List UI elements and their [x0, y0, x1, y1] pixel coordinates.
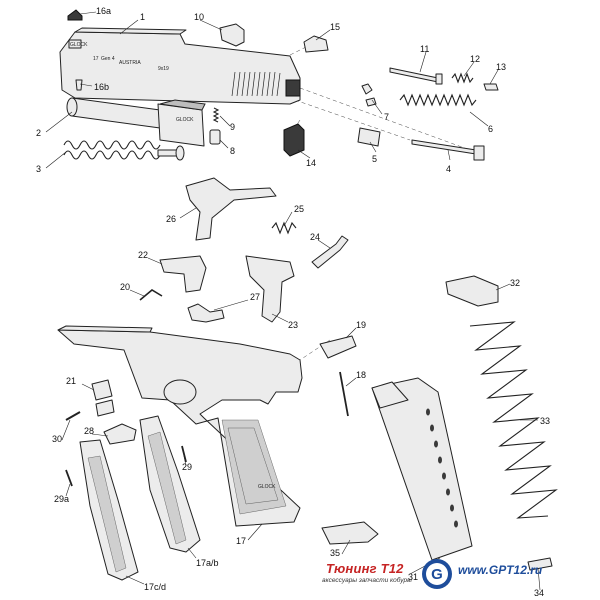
label-part-34: 34: [534, 588, 544, 598]
slide-country-engraving: AUSTRIA: [119, 60, 141, 66]
part-slide-cover: [219, 23, 245, 47]
label-part-17: 17: [236, 536, 246, 546]
label-part-23: 23: [288, 320, 298, 330]
label-part-15: 15: [330, 22, 340, 32]
label-part-1: 1: [140, 12, 145, 22]
part-front-sight-screw: [75, 79, 83, 91]
part-slide-stop-spring: [139, 289, 163, 301]
part-magazine-follower: [445, 275, 499, 307]
brand-logo-icon: G: [422, 559, 452, 589]
part-slide-lock: [159, 255, 207, 293]
label-part-21: 21: [66, 376, 76, 386]
part-trigger-pin: [339, 371, 349, 417]
label-part-12: 12: [470, 54, 480, 64]
label-part-32: 32: [510, 278, 520, 288]
part-frame: GLOCK: [57, 325, 303, 527]
part-backstrap-pin-29a: [65, 469, 73, 487]
part-magazine-floorplate: [321, 521, 379, 545]
part-trigger-housing: [245, 255, 295, 323]
part-spring-loaded-bearing: [209, 129, 221, 145]
part-magazine-catch-b: [95, 399, 115, 417]
part-channel-liner: [411, 139, 485, 161]
slide-gen-engraving: Gen 4: [101, 56, 115, 62]
label-part-16b: 16b: [94, 82, 109, 92]
label-part-30: 30: [52, 434, 62, 444]
label-part-20: 20: [120, 282, 130, 292]
label-part-6: 6: [488, 124, 493, 134]
assembly-axis-line: [299, 339, 331, 361]
assembly-axis-line: [239, 44, 311, 81]
label-part-13: 13: [496, 62, 506, 72]
part-backstrap-17ab: [139, 415, 201, 553]
part-firing-pin-spring: [399, 93, 477, 107]
part-backstrap-17cd: [79, 439, 139, 581]
label-part-28: 28: [84, 426, 94, 436]
part-trigger-housing-pin: [65, 411, 81, 421]
part-extractor: [283, 123, 305, 157]
assembly-axis-line: [294, 99, 411, 141]
label-part-3: 3: [36, 164, 41, 174]
brand-tagline: аксессуары запчасти кобуры: [322, 577, 412, 584]
label-part-27: 27: [250, 292, 260, 302]
label-part-29: 29: [182, 462, 192, 472]
part-backstrap-pin-29: [181, 445, 187, 463]
part-recoil-spring: [63, 140, 185, 161]
label-part-4: 4: [446, 164, 451, 174]
label-part-29a: 29a: [54, 494, 69, 504]
part-firing-pin-safety: [483, 83, 499, 91]
brand-name: Тюнинг Т12: [326, 561, 404, 576]
slide-caliber-engraving: 9x19: [158, 66, 169, 72]
label-part-14: 14: [306, 158, 316, 168]
part-front-sight: [67, 9, 83, 21]
label-part-35: 35: [330, 548, 340, 558]
label-part-25: 25: [294, 204, 304, 214]
slide-model-engraving: 17: [93, 56, 99, 62]
part-rear-sight: [303, 35, 329, 53]
label-part-11: 11: [420, 44, 429, 54]
brand-logo-letter: G: [431, 566, 443, 583]
part-ejector-spring: [187, 303, 225, 323]
slide-logo-engraving: GLOCK: [70, 42, 88, 48]
part-trigger-spring: [271, 221, 297, 235]
barrel-logo-engraving: GLOCK: [176, 117, 194, 123]
label-part-17ab: 17a/b: [196, 558, 219, 568]
part-slide-stop-lever: [319, 335, 357, 359]
label-part-24: 24: [310, 232, 320, 242]
part-magazine-insert: [527, 557, 553, 571]
part-firing-pin-safety-spring: [451, 72, 474, 84]
part-backstrap-pin: [103, 423, 137, 445]
frame-grip-texture: [221, 419, 287, 515]
part-magazine-spring: [469, 321, 558, 519]
part-slide: GLOCK 17 Gen 4 AUSTRIA 9x19: [59, 27, 301, 105]
part-spacer-sleeve: [361, 83, 373, 95]
part-magazine: [371, 377, 473, 561]
label-part-9: 9: [230, 122, 235, 132]
frame-logo-engraving: GLOCK: [258, 484, 276, 490]
part-barrel: GLOCK: [66, 97, 206, 147]
part-magazine-catch: [91, 379, 113, 401]
label-part-17cd: 17c/d: [144, 582, 166, 592]
label-part-31: 31: [408, 572, 418, 582]
brand-url-link[interactable]: www.GPT12.ru: [458, 563, 543, 577]
label-part-18: 18: [356, 370, 366, 380]
assembly-axis-line: [299, 87, 471, 151]
label-part-5: 5: [372, 154, 377, 164]
label-part-26: 26: [166, 214, 176, 224]
label-part-19: 19: [356, 320, 366, 330]
label-leader-lines: [45, 11, 541, 591]
part-spring-cups: [357, 127, 381, 147]
part-extractor-plunger-spring: [212, 107, 220, 123]
part-spacer-sleeve-b: [365, 97, 377, 107]
label-part-16a: 16a: [96, 6, 111, 16]
label-part-22: 22: [138, 250, 148, 260]
label-part-10: 10: [194, 12, 204, 22]
label-part-7: 7: [384, 112, 389, 122]
label-part-8: 8: [230, 146, 235, 156]
part-locking-block: [185, 177, 277, 241]
part-trigger-bar: [311, 235, 349, 269]
label-part-33: 33: [540, 416, 550, 426]
label-part-2: 2: [36, 128, 41, 138]
part-firing-pin: [389, 67, 443, 85]
